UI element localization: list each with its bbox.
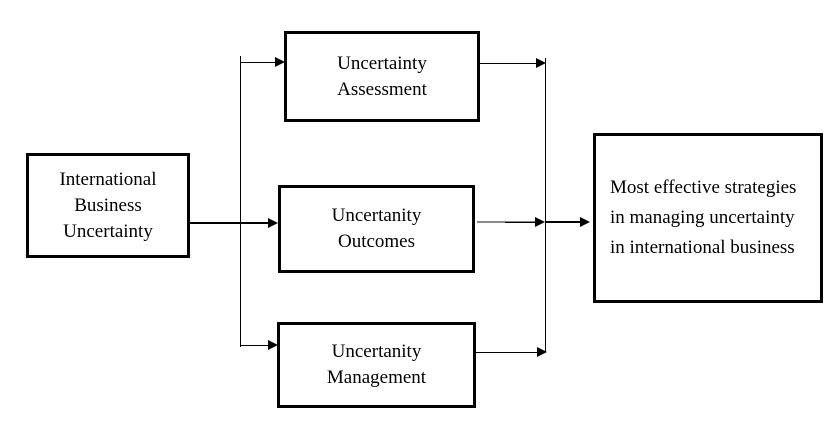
connector-left-trunk-line: [239, 56, 241, 347]
connector-management-to-trunk-line: [474, 351, 538, 353]
source-box-international-business-uncertainty: International Business Uncertainty: [26, 153, 190, 258]
box-label-line: Uncertanity: [331, 205, 422, 226]
box-label-line: Uncertanity: [331, 341, 422, 362]
arrowhead-assessment-into-trunk: [536, 58, 546, 68]
connector-outcomes-to-trunk-line: [505, 221, 536, 223]
box-label-line: Management: [326, 367, 427, 388]
connector-source-to-outcomes-line: [190, 222, 270, 224]
box-label-line: Outcomes: [337, 231, 416, 252]
arrowhead-management-into-trunk: [537, 347, 547, 357]
connector-right-trunk-line: [544, 58, 546, 352]
arrowhead-into-assessment: [275, 57, 285, 67]
box-label-line: Assessment: [337, 78, 427, 100]
connector-trunk-to-assessment-line: [240, 61, 276, 63]
connector-trunk-to-strategies-line: [546, 221, 581, 223]
box-label-line: in international business: [610, 237, 795, 258]
uncertainty-management-box: Uncertanity Management: [277, 322, 476, 408]
box-label-line: Most effective strategies: [610, 177, 797, 198]
uncertainty-assessment-box: Uncertainty Assessment: [284, 31, 480, 122]
box-label-line: Uncertainty: [63, 220, 153, 242]
arrowhead-into-management: [268, 340, 278, 350]
box-label-line: Business: [74, 194, 142, 216]
connector-trunk-to-management-line: [240, 344, 269, 346]
box-label-line: in managing uncertainty: [610, 207, 795, 228]
connector-assessment-to-trunk-line: [480, 62, 537, 64]
arrowhead-into-outcomes: [268, 218, 278, 228]
arrowhead-into-strategies: [580, 216, 590, 227]
arrowhead-outcomes-into-trunk: [535, 217, 545, 227]
box-label-line: Uncertainty: [337, 52, 427, 74]
most-effective-strategies-box: Most effective strategies in managing un…: [593, 133, 823, 303]
box-label-line: International: [59, 168, 157, 190]
uncertainty-outcomes-box: Uncertanity Outcomes: [278, 185, 475, 273]
